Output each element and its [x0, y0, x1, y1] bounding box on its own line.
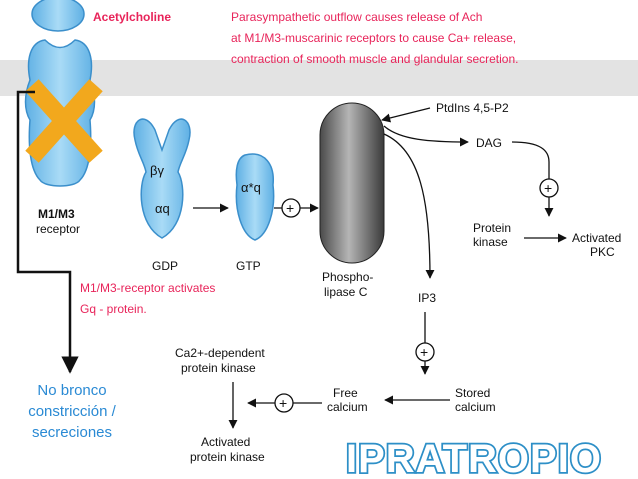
activated-kinase-label-line1: Activated	[201, 435, 250, 449]
stored-calcium-label-line2: calcium	[455, 400, 496, 414]
drug-name-title: IPRATROPIO	[346, 437, 602, 479]
arrow-dag-to-pkc	[511, 141, 554, 217]
protein-kinase-label-line2: kinase	[473, 235, 508, 249]
alpha-q-label: αq	[155, 201, 170, 216]
free-calcium-label-line1: Free	[333, 386, 358, 400]
plus-circle-ip3-icon	[415, 342, 435, 362]
ptdins-label: PtdIns 4,5-P2	[436, 101, 509, 115]
plus-sign-dag: +	[544, 180, 552, 196]
plus-circle-plc-icon	[281, 198, 301, 218]
blocked-note-line2: constricción /	[28, 403, 116, 420]
membrane-band	[0, 60, 638, 96]
alpha-star-q-label: α*q	[241, 180, 261, 195]
acetylcholine-label: Acetylcholine	[93, 10, 171, 24]
ca-kinase-label-line2: protein kinase	[181, 361, 256, 375]
blocked-note-line3: secreciones	[31, 424, 113, 441]
receptor-label-line2: receptor	[36, 222, 80, 236]
dag-label: DAG	[476, 136, 502, 150]
block-cross-icon	[25, 79, 103, 163]
arrow-plc-to-ip3	[383, 133, 435, 279]
blocked-note-line1: No bronco	[37, 382, 107, 399]
top-note-line3: contraction of smooth muscle and glandul…	[231, 52, 519, 66]
top-note-line2: at M1/M3-muscarinic receptors to cause C…	[231, 31, 516, 45]
phospholipase-c-icon	[319, 102, 385, 264]
plus-sign-plc: +	[286, 200, 294, 216]
plc-label-line2: lipase C	[324, 285, 368, 299]
gdp-label: GDP	[152, 259, 178, 273]
plus-circle-dag-icon	[539, 178, 559, 198]
block-result-arrow	[16, 90, 79, 374]
protein-kinase-label-line1: Protein	[473, 221, 511, 235]
gtp-label: GTP	[236, 259, 261, 273]
plc-label-line1: Phospho-	[322, 270, 373, 284]
beta-gamma-label: βγ	[150, 163, 164, 178]
alpha-q-active-icon	[235, 153, 275, 241]
ip3-label: IP3	[418, 291, 436, 305]
activation-note-line2: Gq - protein.	[80, 302, 147, 316]
top-note-line1: Parasympathetic outflow causes release o…	[231, 10, 482, 24]
activated-pkc-label-line2: PKC	[590, 245, 615, 259]
plus-circle-calcium-icon	[274, 393, 294, 413]
activation-note-line1: M1/M3-receptor activates	[80, 281, 215, 295]
activated-kinase-label-line2: protein kinase	[190, 450, 265, 464]
stored-calcium-label-line1: Stored	[455, 386, 490, 400]
free-calcium-label-line2: calcium	[327, 400, 368, 414]
plus-sign-ip3: +	[420, 344, 428, 360]
arrow-ptdins-to-plc	[381, 107, 431, 123]
blocked-effect-note: No bronco constricción / secreciones	[4, 380, 140, 443]
acetylcholine-ligand-icon	[31, 0, 85, 32]
plus-sign-calcium: +	[279, 395, 287, 411]
arrow-plc-to-dag	[383, 125, 469, 147]
activated-pkc-label-line1: Activated	[572, 231, 621, 245]
receptor-label-line1: M1/M3	[38, 207, 75, 221]
g-protein-inactive-icon	[133, 118, 191, 239]
ca-kinase-label-line1: Ca2+-dependent	[175, 346, 265, 360]
